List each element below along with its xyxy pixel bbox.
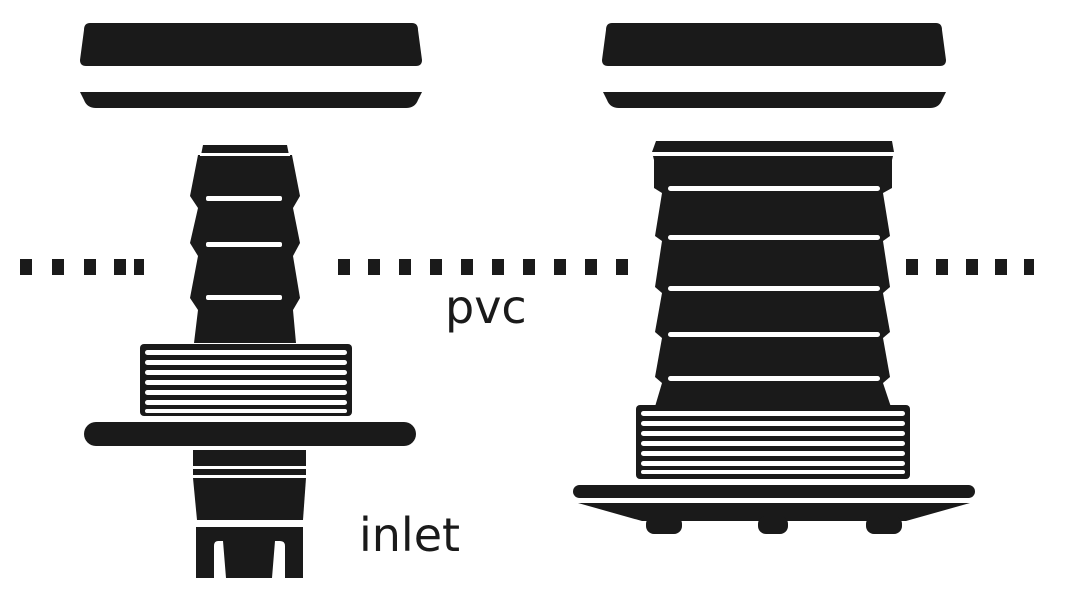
left-cap xyxy=(80,23,422,66)
left-cap-washer xyxy=(80,92,422,108)
right-barbed-fitting xyxy=(652,141,894,410)
right-flange-base xyxy=(573,485,975,534)
left-barb-line xyxy=(206,196,282,201)
left-barb-line xyxy=(206,295,282,300)
left-flange xyxy=(84,422,416,446)
right-barb-line xyxy=(668,332,880,337)
right-barb-line xyxy=(668,376,880,381)
dotted-divider-line xyxy=(20,259,1034,275)
left-assembly xyxy=(80,23,422,578)
right-threaded-nut xyxy=(636,405,910,479)
pvc-label: pvc xyxy=(445,280,527,334)
right-barb-line xyxy=(668,286,880,291)
right-cap xyxy=(602,23,946,66)
left-threaded-nut xyxy=(140,344,352,416)
left-inlet-base xyxy=(193,450,306,578)
right-cap-washer xyxy=(603,92,946,108)
left-barb-line xyxy=(206,242,282,247)
left-barb-notch xyxy=(200,153,290,156)
right-barb-line xyxy=(668,235,880,240)
right-assembly xyxy=(573,23,975,534)
right-barb-notch xyxy=(652,152,894,156)
inlet-label: inlet xyxy=(359,508,461,562)
right-barb-line xyxy=(668,186,880,191)
